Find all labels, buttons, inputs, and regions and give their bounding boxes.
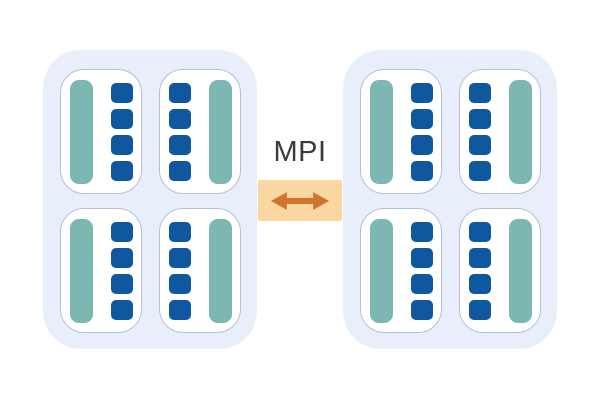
core-bar [508, 218, 532, 323]
core-bar [508, 79, 532, 184]
thread-block [110, 247, 133, 268]
thread-block [410, 108, 433, 129]
thread-block [410, 82, 433, 103]
thread-block [410, 247, 433, 268]
compute-node-right [343, 50, 557, 349]
core-bar [69, 79, 93, 184]
thread-block [410, 134, 433, 155]
thread-block [168, 108, 191, 129]
thread-block [168, 82, 191, 103]
thread-block [110, 299, 133, 320]
mpi-label: MPI [273, 136, 327, 168]
thread-block [168, 160, 191, 181]
thread-block [410, 160, 433, 181]
thread-block [468, 134, 491, 155]
thread-column [410, 221, 433, 320]
thread-column [468, 82, 491, 181]
thread-column [110, 82, 133, 181]
thread-block [110, 221, 133, 242]
thread-block [410, 221, 433, 242]
thread-block [468, 108, 491, 129]
thread-column [468, 221, 491, 320]
core-bar [69, 218, 93, 323]
thread-column [168, 221, 191, 320]
thread-block [110, 160, 133, 181]
thread-block [468, 273, 491, 294]
cpu-socket [159, 69, 241, 194]
thread-block [468, 221, 491, 242]
thread-block [168, 273, 191, 294]
core-bar [208, 218, 232, 323]
thread-block [468, 299, 491, 320]
thread-column [168, 82, 191, 181]
compute-node-left [43, 50, 257, 349]
thread-block [468, 160, 491, 181]
cpu-socket [360, 208, 442, 333]
thread-block [110, 108, 133, 129]
cpu-socket [159, 208, 241, 333]
cpu-socket [459, 69, 541, 194]
thread-block [410, 273, 433, 294]
thread-column [410, 82, 433, 181]
thread-block [468, 247, 491, 268]
cpu-socket [60, 69, 142, 194]
thread-block [110, 134, 133, 155]
mpi-connector-band [258, 180, 342, 221]
core-bar [369, 79, 393, 184]
thread-block [110, 82, 133, 103]
thread-block [110, 273, 133, 294]
thread-block [468, 82, 491, 103]
cpu-socket [360, 69, 442, 194]
cpu-socket [459, 208, 541, 333]
thread-block [168, 247, 191, 268]
cpu-socket [60, 208, 142, 333]
double-headed-arrow-icon [270, 191, 330, 210]
core-bar [369, 218, 393, 323]
core-bar [208, 79, 232, 184]
thread-block [410, 299, 433, 320]
thread-block [168, 299, 191, 320]
thread-block [168, 221, 191, 242]
thread-column [110, 221, 133, 320]
thread-block [168, 134, 191, 155]
